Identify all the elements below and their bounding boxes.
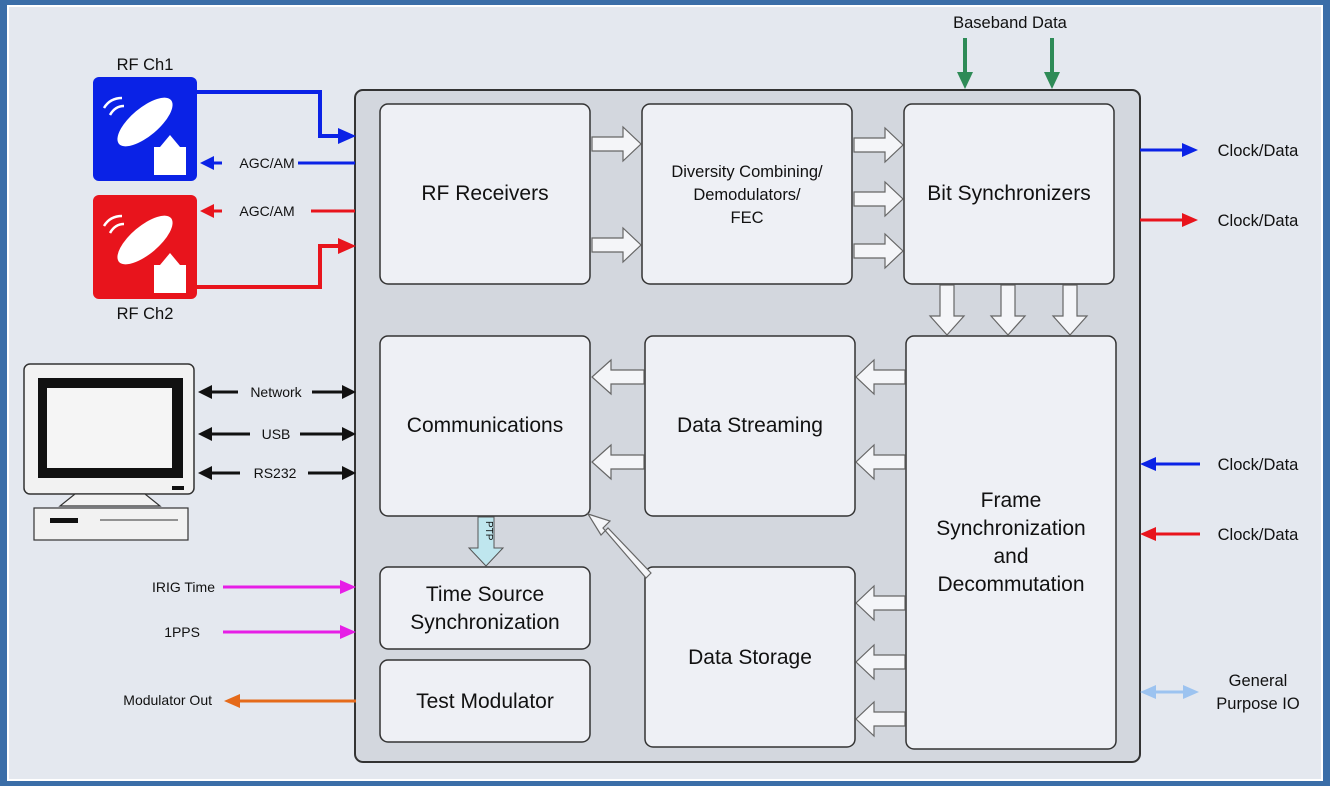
rf-ch1-input-arrowhead	[338, 128, 356, 144]
rf-ch2-label: RF Ch2	[117, 305, 174, 323]
frame-sync-label-line3: and	[993, 545, 1028, 568]
clock-data-in-2-label: Clock/Data	[1218, 526, 1300, 544]
time-source-block: Time Source Synchronization	[379, 566, 591, 650]
agc1-arrowhead	[200, 156, 214, 170]
hollow-arrow-down	[989, 284, 1027, 336]
hollow-arrow-down	[928, 284, 966, 336]
communications-label: Communications	[407, 414, 563, 437]
frame-sync-block: Frame Synchronization and Decommutation	[905, 335, 1117, 750]
test-modulator-block: Test Modulator	[379, 659, 591, 743]
data-storage-label: Data Storage	[688, 646, 812, 669]
rf-signal-lines	[197, 90, 355, 289]
time-source-label-line1: Time Source	[426, 583, 544, 606]
hollow-arrow-left	[855, 700, 906, 738]
hollow-arrow-left	[855, 443, 906, 481]
communications-block: Communications	[379, 335, 591, 517]
hollow-arrow-left	[855, 584, 906, 622]
rf-ch2-input-arrowhead	[338, 238, 356, 254]
agc-am-label-2: AGC/AM	[239, 203, 294, 219]
agc2-arrowhead	[200, 204, 214, 218]
computer-icon	[23, 363, 195, 541]
frame-sync-label-line2: Synchronization	[936, 517, 1085, 540]
diversity-label-line1: Diversity Combining/	[671, 163, 823, 181]
diversity-label-line2: Demodulators/	[693, 186, 801, 204]
ptp-arrow: PTP	[467, 516, 505, 567]
bit-sync-label: Bit Synchronizers	[927, 182, 1090, 205]
baseband-data-label: Baseband Data	[953, 14, 1068, 32]
time-source-label-line2: Synchronization	[410, 611, 559, 634]
hollow-arrow-diagonal	[586, 512, 652, 579]
rf-ch1-label: RF Ch1	[117, 56, 174, 74]
hollow-arrow-left	[591, 358, 645, 396]
1pps-label: 1PPS	[164, 624, 200, 640]
modulator-out-arrow	[224, 694, 356, 708]
hollow-arrow-down	[1051, 284, 1089, 336]
rf-ch2-antenna-icon	[93, 195, 197, 299]
clock-data-in-1-label: Clock/Data	[1218, 456, 1300, 474]
frame-sync-label-line1: Frame	[981, 489, 1042, 512]
frame-sync-label-line4: Decommutation	[937, 573, 1084, 596]
bit-sync-block: Bit Synchronizers	[903, 103, 1115, 285]
gpio-label-line2: Purpose IO	[1216, 695, 1300, 713]
hollow-arrow-right	[853, 232, 904, 270]
internal-flow-arrows	[586, 125, 1089, 738]
clock-data-out-2-label: Clock/Data	[1218, 212, 1300, 230]
irig-time-label: IRIG Time	[152, 579, 215, 595]
baseband-arrows	[957, 38, 1060, 89]
data-storage-block: Data Storage	[644, 566, 856, 748]
hollow-arrow-left	[855, 358, 906, 396]
pc-link-arrows	[198, 385, 356, 480]
gpio-label-line1: General	[1229, 672, 1288, 690]
clock-data-out-1-label: Clock/Data	[1218, 142, 1300, 160]
hollow-arrow-left	[591, 443, 645, 481]
rf-ch1-antenna-icon	[93, 77, 197, 181]
test-modulator-label: Test Modulator	[416, 690, 554, 713]
hollow-arrow-right	[591, 226, 642, 264]
usb-label: USB	[262, 426, 291, 442]
right-side-arrows	[1140, 143, 1200, 699]
time-input-arrows	[223, 580, 356, 639]
network-label: Network	[250, 384, 302, 400]
rs232-label: RS232	[254, 465, 297, 481]
rf-receivers-block: RF Receivers	[379, 103, 591, 285]
hollow-arrow-right	[853, 180, 904, 218]
diversity-label-line3: FEC	[731, 209, 764, 227]
agc-am-label-1: AGC/AM	[239, 155, 294, 171]
data-streaming-label: Data Streaming	[677, 414, 823, 437]
modulator-out-label: Modulator Out	[123, 692, 212, 708]
ptp-label: PTP	[483, 521, 494, 541]
diversity-block: Diversity Combining/ Demodulators/ FEC	[641, 103, 853, 285]
hollow-arrow-right	[591, 125, 642, 163]
hollow-arrow-right	[853, 126, 904, 164]
rf-receivers-label: RF Receivers	[421, 182, 548, 205]
data-streaming-block: Data Streaming	[644, 335, 856, 517]
hollow-arrow-left	[855, 643, 906, 681]
